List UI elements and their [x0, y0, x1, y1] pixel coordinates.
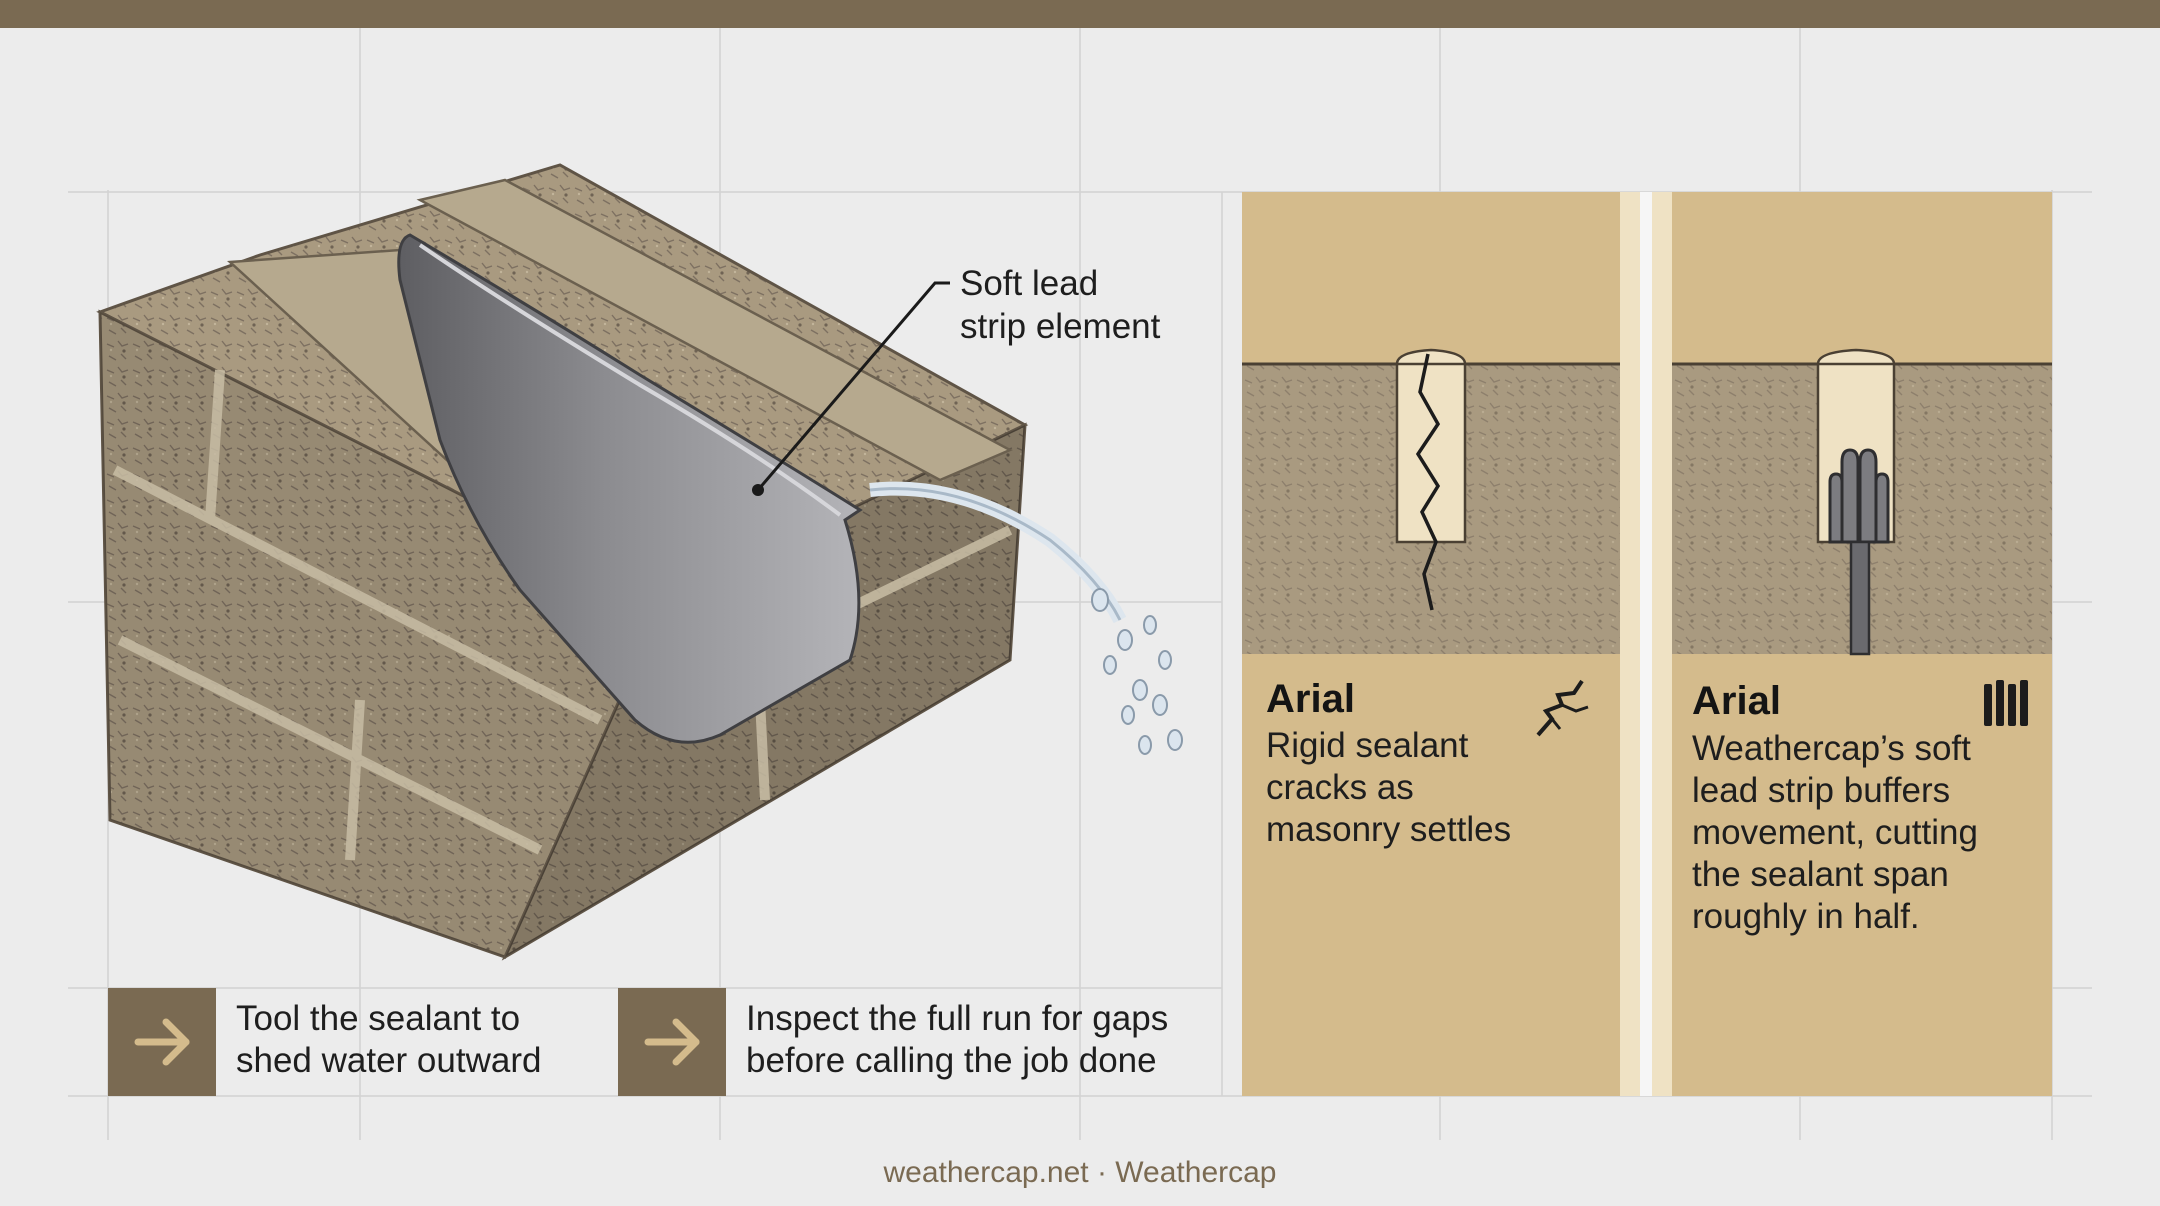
broken-crack-icon	[1536, 679, 1589, 737]
panel-body: Rigid sealant cracks as masonry settles	[1266, 726, 1512, 849]
masonry-illustration	[96, 163, 1183, 961]
step-icon-box	[618, 988, 726, 1096]
top-accent-bar	[0, 0, 2160, 28]
panel-title: Arial	[1692, 679, 1781, 723]
lead-strip	[397, 233, 863, 744]
arrow-right-icon	[644, 1018, 700, 1066]
rigid-sealant-panel: Arial Rigid sealant cracks as masonry se…	[1242, 192, 1620, 1096]
lead-strip-callout: Soft lead strip element	[960, 264, 1161, 346]
footer-credit: weathercap.net · Weathercap	[883, 1156, 1277, 1189]
lead-strip-panel: Arial Weathercap’s soft lead strip buffe…	[1672, 192, 2052, 1096]
lead-strip-section	[1672, 348, 2052, 656]
panel-title: Arial	[1266, 677, 1355, 721]
sealant-crack	[1415, 353, 1441, 611]
lead-strip-icon	[1984, 680, 2028, 726]
panel-divider	[1620, 192, 1672, 1096]
step-text: Tool the sealant to shed water outward	[236, 999, 542, 1080]
panel-body: Weathercap’s soft lead strip buffers mov…	[1692, 729, 1978, 936]
step-text: Inspect the full run for gaps before cal…	[746, 999, 1169, 1080]
rigid-sealant-section	[1242, 348, 1620, 654]
step-icon-box	[108, 988, 216, 1096]
arrow-right-icon	[134, 1018, 190, 1066]
